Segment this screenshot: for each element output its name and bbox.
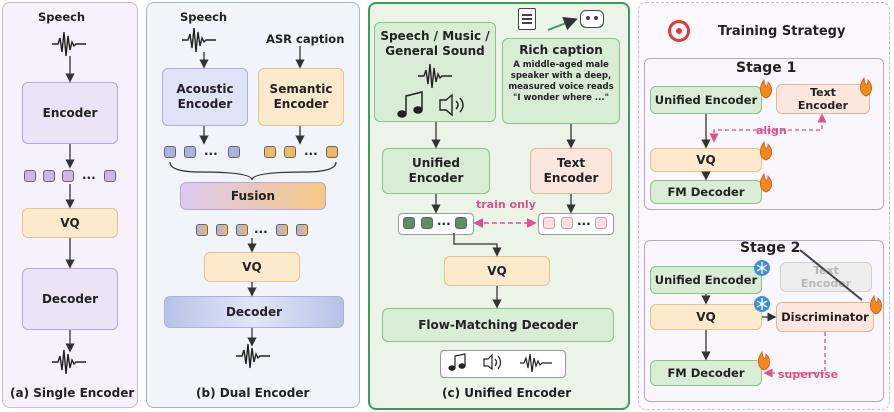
train-only-label: train only: [476, 198, 536, 211]
asr-caption-label: ASR caption: [266, 32, 345, 46]
speaker-icon: [439, 93, 464, 117]
decoder-block: Decoder: [164, 296, 344, 328]
acoustic-encoder-block: Acoustic Encoder: [162, 68, 248, 126]
supervise-label: supervise: [778, 368, 839, 381]
flame-icon: [760, 78, 772, 99]
token-square: [228, 146, 240, 158]
semantic-encoder-block: Semantic Encoder: [258, 68, 344, 126]
flame-icon: [758, 350, 770, 371]
ellipsis: ...: [82, 168, 96, 182]
snowflake-icon: [754, 296, 770, 312]
fusion-block: Fusion: [180, 182, 326, 210]
flame-icon: [870, 294, 882, 315]
stage2-title: Stage 2: [740, 240, 801, 256]
training-strategy-title: Training Strategy: [718, 24, 846, 39]
flame-icon: [860, 76, 872, 97]
document-icon: [518, 8, 536, 30]
token-square: [62, 170, 74, 182]
rich-caption-title: Rich caption: [519, 43, 603, 57]
token-square: [164, 146, 176, 158]
token-square: [104, 170, 116, 182]
text-encoder-block: Text Encoder: [530, 148, 612, 194]
music-note-icon: [448, 353, 466, 371]
ellipsis: ...: [437, 214, 451, 228]
rich-caption-box: Rich caption A middle-aged male speaker …: [502, 38, 620, 124]
waveform-icon: [236, 343, 270, 369]
waveform-icon: [418, 63, 452, 89]
token-square: [276, 224, 288, 236]
strike-through-line: [799, 249, 863, 301]
waveform-icon: [182, 27, 216, 53]
ellipsis: ...: [254, 222, 268, 236]
token-square: [326, 146, 338, 158]
rich-caption-text: A middle-aged male speaker with a deep, …: [508, 60, 614, 103]
waveform-icon: [520, 353, 552, 373]
text-token-row: ...: [538, 213, 614, 235]
stage2-vq: VQ: [650, 304, 762, 330]
waveform-icon: [52, 349, 86, 375]
discriminator-block: Discriminator: [776, 302, 874, 332]
flame-icon: [760, 172, 772, 193]
token-square: [403, 217, 415, 229]
speech-input-label: Speech: [38, 10, 86, 24]
stage2-fm-decoder: FM Decoder: [650, 360, 762, 386]
vq-block: VQ: [444, 256, 550, 286]
token-square: [264, 146, 276, 158]
robot-icon: [580, 10, 604, 28]
stage2-unified-encoder: Unified Encoder: [650, 266, 762, 294]
token-square: [543, 217, 555, 229]
ellipsis: ...: [577, 214, 591, 228]
speech-input-label: Speech: [180, 10, 228, 24]
stage2-text-encoder: Text Encoder: [780, 262, 872, 292]
stage1-unified-encoder: Unified Encoder: [650, 86, 762, 114]
caption-unified-encoder: (c) Unified Encoder: [442, 386, 572, 400]
decoder-block: Decoder: [22, 268, 118, 330]
token-square: [216, 224, 228, 236]
stage1-text-encoder: Text Encoder: [776, 84, 870, 114]
flame-icon: [760, 140, 772, 161]
token-square: [455, 217, 467, 229]
encoder-block: Encoder: [22, 82, 118, 144]
arrow: [169, 46, 337, 347]
unified-encoder-block: Unified Encoder: [382, 148, 490, 194]
music-note-icon: [397, 91, 423, 118]
audio-input-title: Speech / Music / General Sound: [380, 29, 490, 58]
ellipsis: ...: [204, 144, 218, 158]
caption-dual-encoder: (b) Dual Encoder: [196, 386, 310, 400]
token-square: [196, 224, 208, 236]
token-square: [561, 217, 573, 229]
snowflake-icon: [754, 260, 770, 276]
arrow: [431, 17, 578, 309]
caption-single-encoder: (a) Single Encoder: [10, 386, 135, 400]
token-square: [284, 146, 296, 158]
token-square: [184, 146, 196, 158]
token-square: [24, 170, 36, 182]
supervise-arrow: [763, 332, 826, 378]
align-arrow: [709, 113, 827, 143]
token-square: [236, 224, 248, 236]
token-square: [595, 217, 607, 229]
ellipsis: ...: [304, 144, 318, 158]
speaker-icon: [483, 353, 502, 371]
stage1-title: Stage 1: [736, 60, 797, 76]
token-square: [296, 224, 308, 236]
target-icon: [668, 20, 690, 42]
token-square: [421, 217, 433, 229]
arrow: [701, 294, 777, 361]
token-square: [43, 170, 55, 182]
waveform-icon: [52, 31, 86, 57]
